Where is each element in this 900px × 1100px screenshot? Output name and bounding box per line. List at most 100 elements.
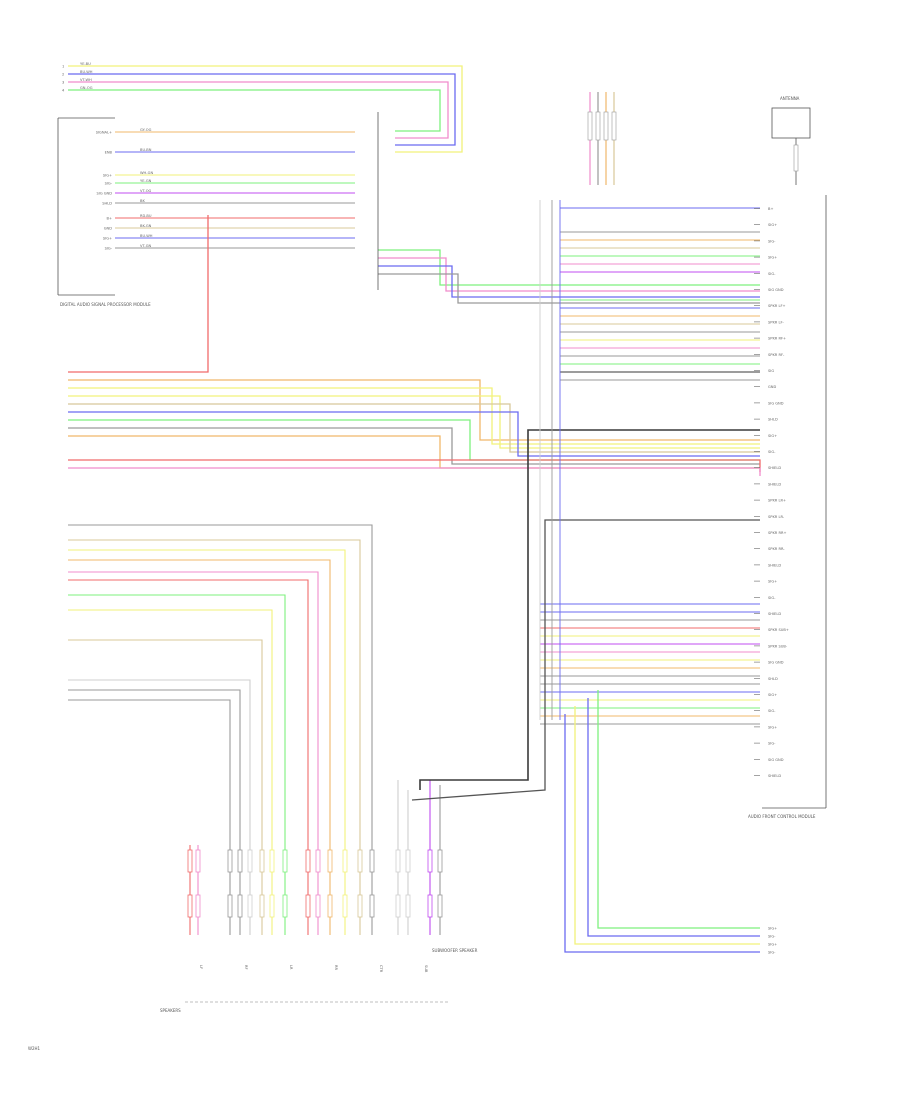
speaker-connector — [427, 894, 433, 918]
left-pin-number: 1 — [62, 65, 64, 69]
right-pin-label: SHIELD — [768, 482, 781, 486]
speaker-connector — [357, 849, 363, 873]
left-pin-code: BU-WH — [80, 70, 93, 74]
audio-pin-label: SIG- — [105, 182, 113, 186]
speaker-connector — [395, 849, 401, 873]
right-pin-label: SPKR LF+ — [768, 304, 786, 308]
junction-wire-1 — [378, 249, 760, 286]
speaker-connector — [437, 894, 443, 918]
speaker-connector — [187, 894, 193, 918]
speaker-connector — [357, 894, 363, 918]
speaker-connector — [282, 894, 288, 918]
mid-wire-5 — [68, 411, 760, 457]
speaker-connector — [259, 894, 265, 918]
audio-pin-code: GY-OG — [140, 128, 152, 132]
antenna-connector-pin — [603, 111, 609, 141]
right-pin-label: SIG- — [768, 450, 776, 454]
mid-wire-10 — [68, 467, 761, 476]
mid-wire-1 — [68, 379, 760, 441]
antenna-connector: ANTENNA — [771, 96, 811, 185]
right-pin-label: SPKR SUB+ — [768, 628, 789, 632]
audio-pin-code: BU-WH — [140, 234, 153, 238]
left-pin-code: YE-BU — [80, 62, 91, 66]
speaker-connector — [395, 894, 401, 918]
right-pin-label: SHLD — [768, 677, 778, 681]
speaker-connector — [282, 849, 288, 873]
right-pin-label: SPKR RF+ — [768, 337, 786, 341]
right-pin-label: SIG GND — [768, 401, 784, 405]
speaker-wire-4 — [68, 689, 241, 935]
audio-pin-code: YE-GN — [140, 179, 152, 183]
right-pin-label: SIG — [768, 369, 774, 373]
speaker-connector — [305, 894, 311, 918]
speaker-wire-10 — [68, 571, 319, 935]
left-pin-code: VT-WH — [80, 78, 92, 82]
audio-pin-label: SIGNAL+ — [96, 131, 112, 135]
right-pin-label: B+ — [768, 207, 773, 211]
antenna-label: ANTENNA — [780, 96, 800, 101]
speaker-connector — [195, 894, 201, 918]
speaker-terminal-label: LR — [289, 965, 293, 970]
bottom-right-pin-label: SIG- — [768, 951, 776, 955]
audio-pin-code: VT-OG — [140, 189, 152, 193]
left-pin-number: 3 — [62, 81, 64, 85]
audio-pin-code: BU-BN — [140, 148, 152, 152]
left-pin-number: 2 — [62, 73, 64, 77]
right-pin-label: SIG+ — [768, 223, 777, 227]
right-pin-label: SIG- — [768, 272, 776, 276]
top-wire-1 — [68, 65, 463, 153]
shield-bus-wire — [419, 429, 760, 790]
speaker-connector — [369, 849, 375, 873]
speaker-connector — [305, 849, 311, 873]
speaker-connector — [327, 849, 333, 873]
audio-pin-code: WH-GN — [140, 171, 153, 175]
right-pin-label: SIG+ — [768, 725, 777, 729]
speaker-terminal-label: RR — [334, 965, 338, 970]
right-pin-label: SIG+ — [768, 256, 777, 260]
junction-wire-4 — [378, 273, 760, 304]
speaker-terminal-label: LF — [199, 965, 203, 969]
mid-wire-3 — [68, 395, 760, 449]
audio-pin-code: RD-BU — [140, 214, 152, 218]
speaker-terminal-label: CTR — [379, 965, 383, 973]
connector-layer — [187, 111, 799, 918]
right-pin-label: SPKR LR+ — [768, 499, 786, 503]
speaker-connector — [259, 849, 265, 873]
speaker-wire-7 — [68, 609, 273, 935]
speaker-wire-11 — [68, 559, 331, 935]
right-pin-label: SIG- — [768, 742, 776, 746]
right-pin-label: SIG GND — [768, 758, 784, 762]
right-pin-label: SIG+ — [768, 693, 777, 697]
mid-wire-4 — [68, 403, 760, 453]
top-wire-4 — [68, 89, 441, 132]
speaker-connector — [342, 894, 348, 918]
audio-pin-label: B+ — [107, 217, 112, 221]
bottom-right-pin-label: SIG+ — [768, 943, 777, 947]
right-pin-label: SIG GND — [768, 661, 784, 665]
speaker-connector — [237, 849, 243, 873]
speaker-wire-3 — [68, 699, 231, 935]
speaker-wire-6 — [68, 639, 263, 935]
left-pin-code: GN-OG — [80, 86, 93, 90]
speaker-connector — [315, 894, 321, 918]
speaker-wire-9 — [68, 579, 309, 935]
bottom-right-wire-2 — [587, 698, 760, 937]
speaker-group: SPEAKERS — [160, 1001, 450, 1013]
top-wire-3 — [68, 81, 449, 139]
bottom-right-wire-1 — [597, 690, 760, 929]
speaker-connector — [269, 894, 275, 918]
audio-pin-label: SHLD — [102, 202, 112, 206]
right-pin-label: SPKR LR- — [768, 515, 785, 519]
speaker-wire-12 — [68, 549, 346, 935]
wire-layer — [68, 65, 761, 953]
audio-module-label: DIGITAL AUDIO SIGNAL PROCESSOR MODULE — [60, 302, 151, 307]
speaker-wire-13 — [68, 539, 361, 935]
speaker-connector — [405, 894, 411, 918]
audio-pin-label: GND — [104, 227, 112, 231]
rear-module-label: AUDIO FRONT CONTROL MODULE — [748, 814, 816, 819]
antenna-connector-pin — [595, 111, 601, 141]
